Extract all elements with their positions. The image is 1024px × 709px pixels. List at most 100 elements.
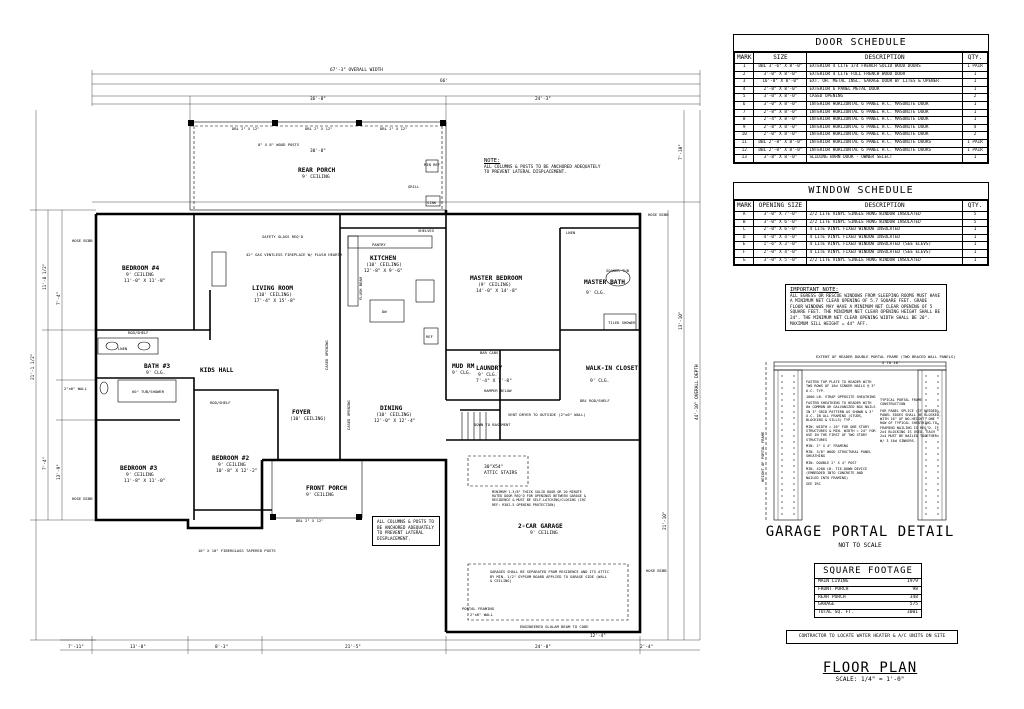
tiled-shower-label: TILED SHOWER bbox=[608, 320, 636, 325]
mud-rm-ceil: 9' CLG. bbox=[452, 370, 471, 376]
nail-dot bbox=[925, 387, 927, 389]
door_schedule-cell-mark: 11 bbox=[733, 138, 755, 148]
door_schedule-cell-desc: INTERIOR HORIZONTAL 6 PANEL H.C. MASONIT… bbox=[806, 116, 963, 125]
nail-dot bbox=[937, 471, 939, 473]
door_schedule-cell-qty: 1 PAIR bbox=[962, 138, 988, 148]
nail-dot bbox=[925, 447, 927, 449]
living-size: 17'-4" X 15'-8" bbox=[254, 298, 296, 304]
sink-label: SINK bbox=[427, 200, 437, 205]
square-footage-value: 575 bbox=[909, 602, 918, 608]
nail-dot bbox=[937, 507, 939, 509]
nail-dot bbox=[781, 393, 783, 395]
door_schedule-cell-mark: 3 bbox=[733, 78, 755, 87]
master-bed-ceil: (9' CEILING) bbox=[478, 282, 511, 288]
nail-dot bbox=[781, 513, 783, 515]
bedroom4-ceil: 9' CEILING bbox=[126, 272, 154, 278]
door_schedule-cell-desc: CASED OPENING bbox=[806, 93, 963, 102]
window_schedule-cell-desc: 2/2 LITE VINYL SINGLE HUNG WINDOW INSULA… bbox=[806, 218, 963, 228]
dim-bottom-7: 2'-4" bbox=[640, 644, 653, 650]
door_schedule-cell-size: 2'-8" X 8'-0" bbox=[753, 85, 808, 95]
laundry-name: LAUNDRY bbox=[476, 365, 502, 372]
portal-note-item: SEE IRC bbox=[806, 481, 821, 486]
nail-dot bbox=[781, 453, 783, 455]
nail-dot bbox=[937, 477, 939, 479]
nail-dot bbox=[937, 381, 939, 383]
nail-dot bbox=[793, 483, 795, 485]
door_schedule-cell-desc: INTERIOR HORIZONTAL 6 PANEL H.C. MASONIT… bbox=[806, 146, 963, 156]
kitchen-size: 12'-8" X 9'-6" bbox=[364, 268, 403, 274]
window-schedule: WINDOW SCHEDULE MARK OPENING SIZE DESCRI… bbox=[733, 182, 989, 267]
door_schedule-cell-size: 3'-8" X 8'-0" bbox=[753, 154, 808, 163]
nail-dot bbox=[781, 375, 783, 377]
rear-porch-note: NOTE: ALL COLUMNS & POSTS TO BE ANCHORED… bbox=[480, 156, 606, 179]
nail-dot bbox=[925, 441, 927, 443]
nail-dot bbox=[937, 393, 939, 395]
dining-name: DINING bbox=[380, 405, 403, 412]
nail-dot bbox=[793, 471, 795, 473]
safety-glass-label: SAFETY GLASS REQ'D bbox=[262, 234, 304, 239]
window_schedule-cell-mark: F bbox=[733, 248, 755, 258]
nail-dot bbox=[925, 393, 927, 395]
door_schedule-cell-desc: INTERIOR HORIZONTAL 6 PANEL H.C. MASONIT… bbox=[806, 131, 963, 140]
nail-dot bbox=[925, 471, 927, 473]
laundry-ceil: 9' CLG. bbox=[478, 372, 497, 378]
master-bath-name: MASTER BATH bbox=[584, 279, 625, 286]
door_schedule-cell-desc: INTERIOR HORIZONTAL 6 PANEL H.C. MASONIT… bbox=[806, 108, 963, 118]
window-schedule-title: WINDOW SCHEDULE bbox=[734, 183, 988, 200]
rear-porch: REAR PORCH 9' CEILING 8" X 8" WOOD POSTS… bbox=[188, 120, 447, 211]
laundry: LAUNDRY 9' CLG. 7'-4" X 7'-8" BAR CABS H… bbox=[476, 350, 586, 417]
nail-dot bbox=[937, 465, 939, 467]
vent-dryer-label: VENT DRYER TO OUTSIDE (2"x6" WALL) bbox=[508, 412, 586, 417]
window_schedule-cell-mark: B bbox=[733, 218, 755, 228]
portal-note-item: MIN. DOUBLE 2" X 4" POST bbox=[806, 460, 857, 465]
window_schedule-cell-size: 3'-0" X 5'-0" bbox=[753, 256, 808, 266]
kitchen-name: KITCHEN bbox=[370, 255, 396, 262]
window_schedule-cell-desc: 4 LITE VINYL FIXED WINDOW INSULATED (SEE… bbox=[806, 248, 963, 258]
dim-right-2: 13'-10" bbox=[678, 311, 684, 330]
overall-depth-label: 44'-10" OVERALL DEPTH bbox=[694, 364, 700, 420]
master-bath-linen: LNEN bbox=[566, 230, 576, 235]
nail-dot bbox=[793, 387, 795, 389]
nail-dot bbox=[925, 405, 927, 407]
flush-beam-label: FLUSH BEAM bbox=[358, 276, 363, 300]
rear-porch-ceil: 9' CEILING bbox=[302, 174, 330, 180]
shelves-label: SHELVES bbox=[418, 228, 435, 233]
window_schedule-cell-desc: 4 LITE VINYL FIXED WINDOW INSULATED bbox=[806, 226, 963, 235]
door_schedule-cell-mark: 13 bbox=[733, 154, 755, 163]
dw-label: DW bbox=[382, 309, 387, 314]
bedroom-3: BEDROOM #3 9' CEILING 11'-8" X 11'-0" bbox=[120, 465, 166, 484]
window_schedule-cell-size: 3'-0" X 7'-0" bbox=[753, 211, 808, 220]
nail-dot bbox=[925, 375, 927, 377]
nail-dot bbox=[937, 483, 939, 485]
mud-room: MUD RM 9' CLG. DOWN TO BASEMENT bbox=[452, 363, 511, 440]
important-note: IMPORTANT NOTE: ALL EGRESS OR RESCUE WIN… bbox=[785, 284, 947, 332]
dim-bottom-2: 13'-8" bbox=[130, 644, 146, 650]
door_schedule-cell-mark: 12 bbox=[733, 146, 755, 156]
nail-dot bbox=[781, 411, 783, 413]
bedroom4-size: 11'-0" X 11'-8" bbox=[124, 278, 166, 284]
door_schedule-cell-desc: EXT. OH. METAL INSL. GARAGE DOOR W/ LITE… bbox=[806, 78, 963, 87]
door_schedule-cell-qty: 4 bbox=[962, 123, 988, 133]
portal-notes-left: FASTEN TOP PLATE TO HEADER WITH TWO ROWS… bbox=[806, 380, 876, 488]
square-footage-value: 3001 bbox=[906, 610, 918, 616]
kids-hall-name: KIDS HALL bbox=[200, 367, 234, 374]
garage-separation-note: GARAGES SHALL BE SEPARATED FROM RESIDENC… bbox=[490, 570, 609, 584]
bedroom2-rod-shelf: ROD/SHELF bbox=[210, 400, 231, 405]
nail-dot bbox=[925, 501, 927, 503]
nail-dot bbox=[793, 399, 795, 401]
nail-dot bbox=[937, 417, 939, 419]
door_schedule-cell-desc: EXTERIOR 6 PANEL METAL DOOR bbox=[806, 85, 963, 95]
nail-dot bbox=[781, 441, 783, 443]
portal-note-item: 1000 LB. STRAP OPPOSITE SHEATHING bbox=[806, 394, 876, 399]
hose-bibb-1: HOSE BIBB bbox=[72, 238, 93, 243]
bedroom-4: BEDROOM #4 9' CEILING 11'-0" X 11'-8" bbox=[122, 265, 166, 284]
nail-dot bbox=[793, 441, 795, 443]
window_schedule-cell-mark: E bbox=[733, 241, 755, 250]
door_schedule-cell-qty: 1 bbox=[962, 100, 988, 110]
